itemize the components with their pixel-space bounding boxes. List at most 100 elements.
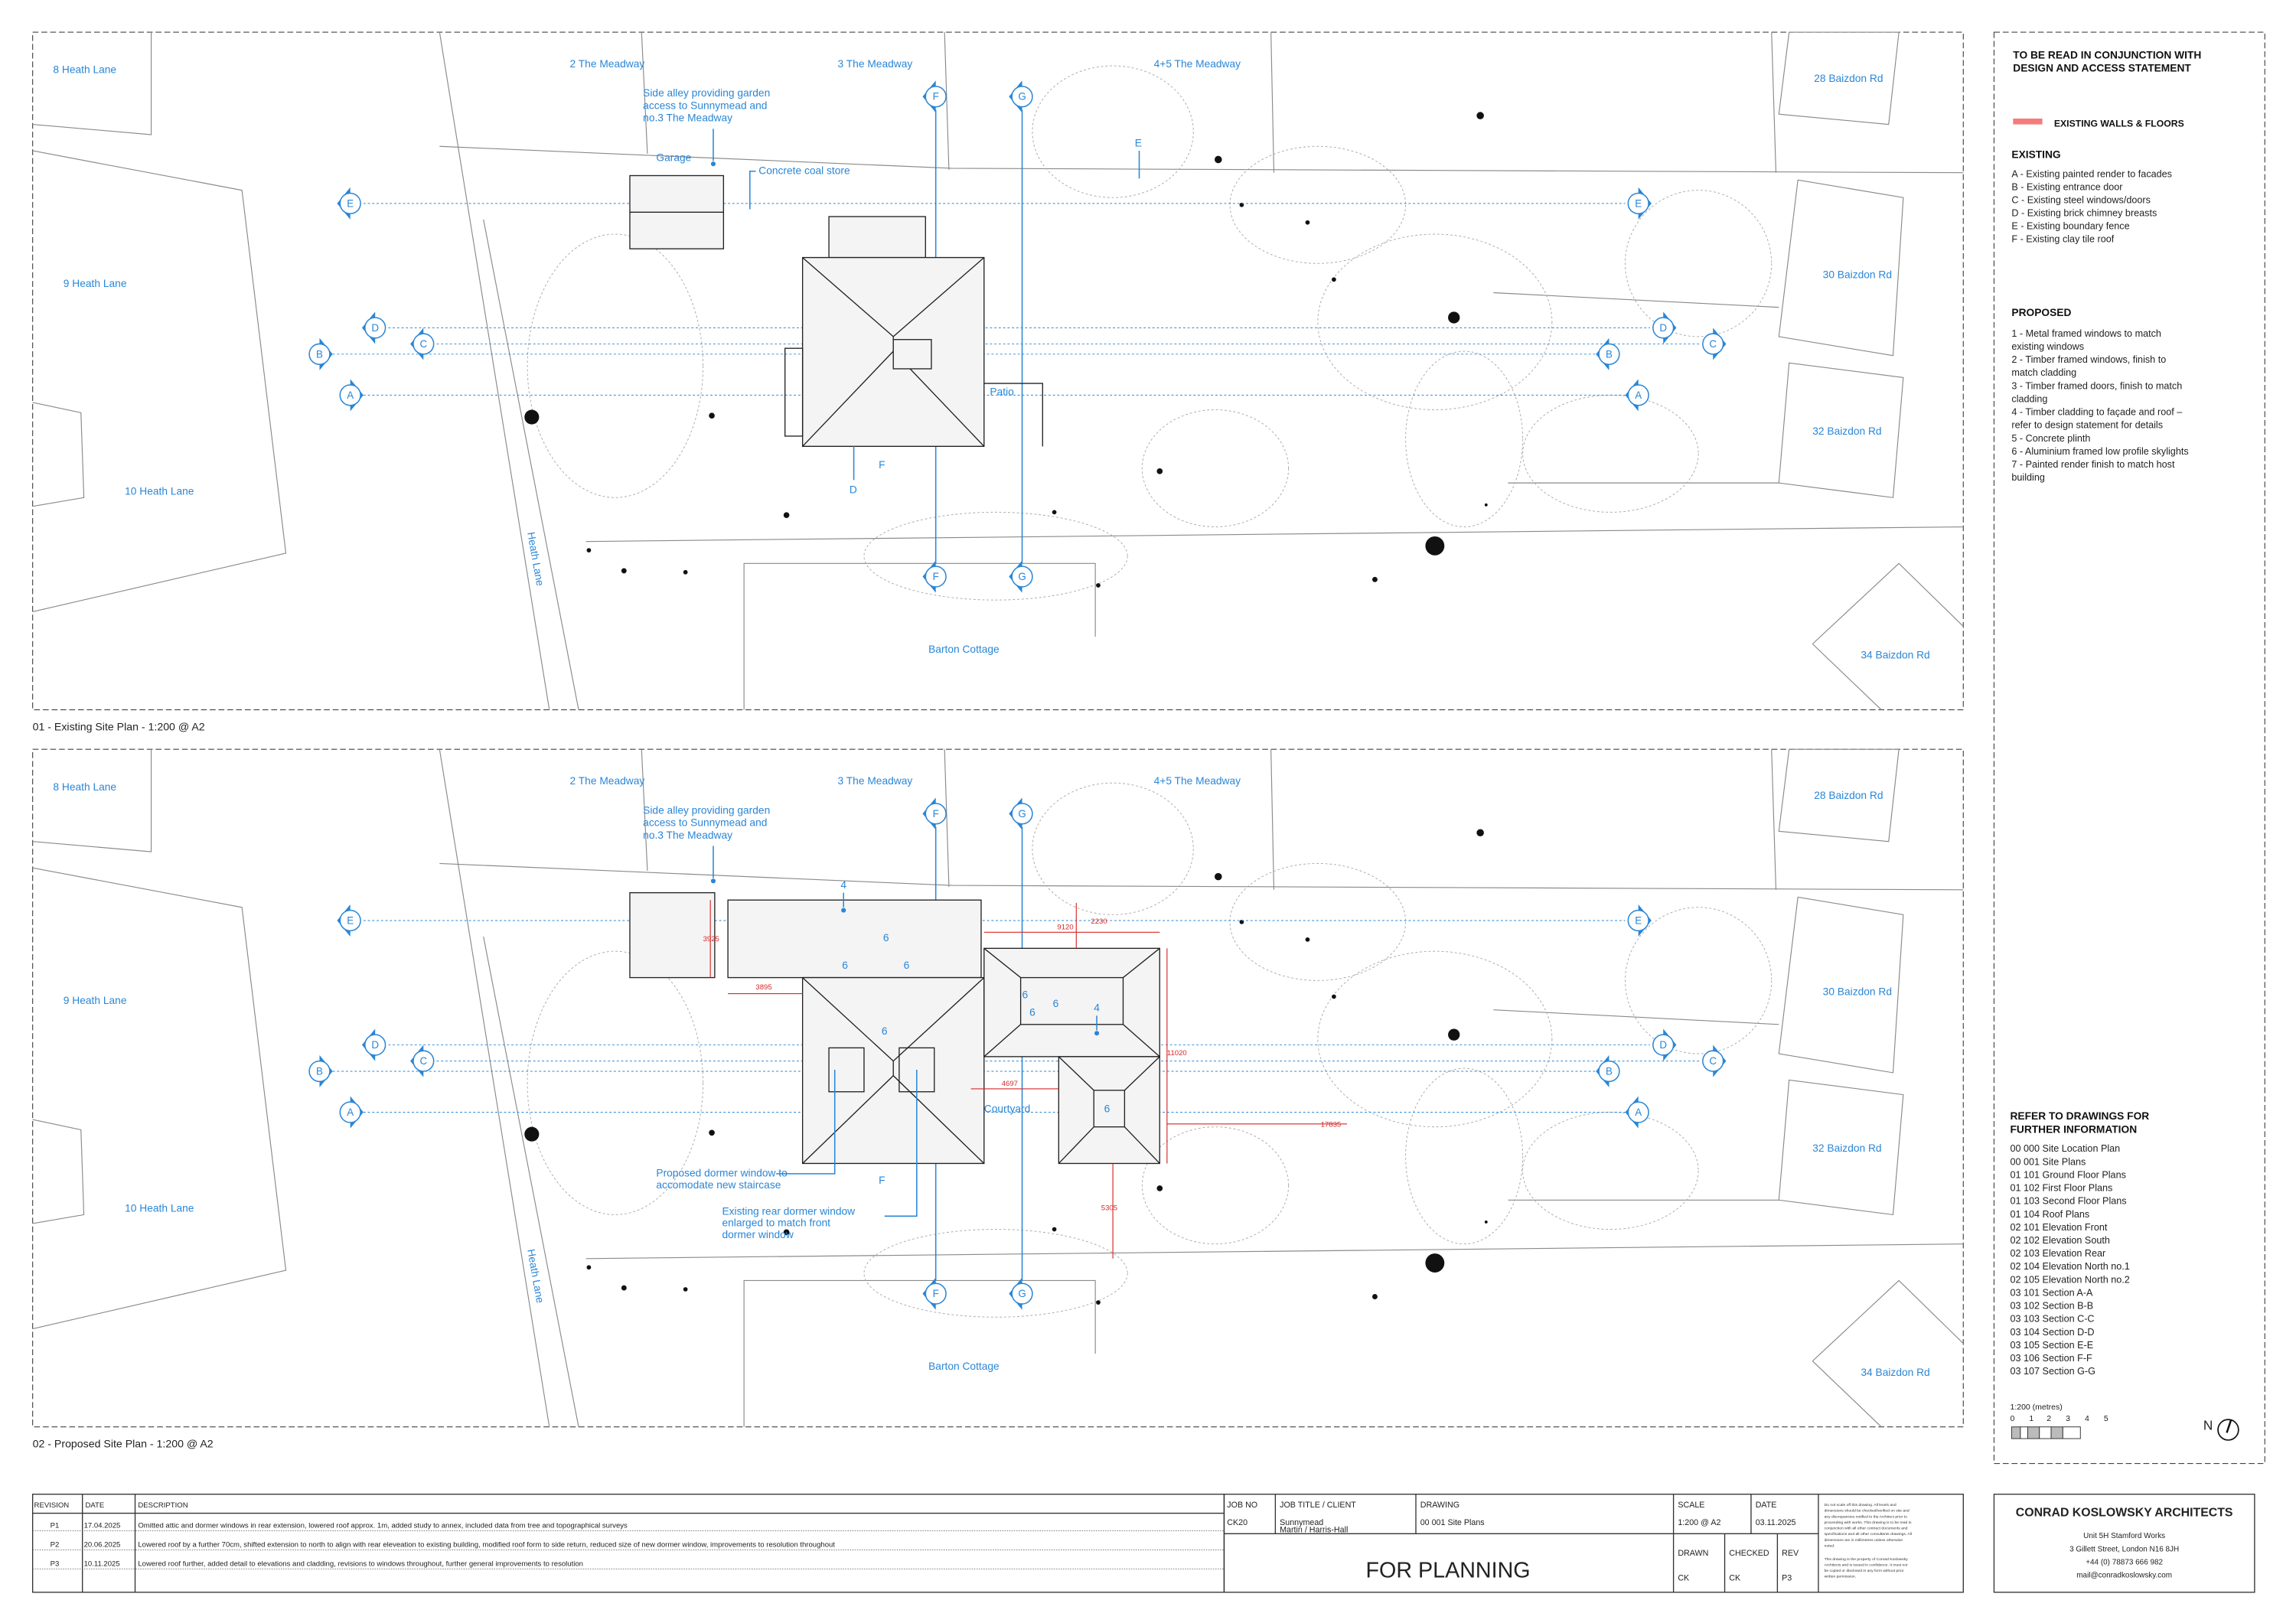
trees — [524, 112, 1488, 588]
section-marker-e-left[interactable]: E — [337, 187, 361, 220]
architect-email[interactable]: mail@conradkoslowsky.com — [2076, 1572, 2172, 1580]
section-marker-c-right[interactable]: C — [1702, 1045, 1727, 1077]
marker-letter: A — [347, 389, 354, 401]
section-marker-d-right[interactable]: D — [1652, 311, 1677, 344]
section-marker-e-left[interactable]: E — [337, 904, 361, 937]
disclaimer-line: noted. — [1825, 1544, 1835, 1549]
section-marker-b-left[interactable]: B — [308, 337, 333, 370]
tag-6: 6 — [1104, 1103, 1110, 1115]
section-marker-c-left[interactable]: C — [410, 1045, 435, 1077]
proposed-item: match cladding — [2011, 367, 2076, 378]
col-header-date: DATE — [86, 1501, 105, 1510]
existing-title: EXISTING — [2011, 149, 2060, 161]
copyright-line: This drawing is the property of Conrad K… — [1825, 1557, 1909, 1562]
rev-label: REV — [1782, 1549, 1799, 1558]
section-marker-c-left[interactable]: C — [410, 328, 435, 360]
section-marker-b-right[interactable]: B — [1596, 337, 1620, 370]
revision-code: P1 — [51, 1522, 60, 1530]
site-boundaries — [32, 748, 1964, 1428]
existing-item: F - Existing clay tile roof — [2011, 234, 2114, 245]
marker-letter: C — [1709, 338, 1717, 350]
proposed-title: PROPOSED — [2011, 307, 2071, 318]
label-4-5-the-meadway: 4+5 The Meadway — [1154, 58, 1241, 70]
existing-item: C - Existing steel windows/doors — [2011, 194, 2151, 205]
architect-name: CONRAD KOSLOWSKY ARCHITECTS — [2016, 1506, 2233, 1519]
dim-9120: 9120 — [1057, 923, 1073, 931]
dim-5305: 5305 — [1101, 1204, 1117, 1213]
marker-letter: D — [371, 322, 379, 334]
drawing-name: 00 001 Site Plans — [1420, 1518, 1485, 1527]
label-concrete-coal-store: Concrete coal store — [758, 165, 850, 177]
notes-panel: TO BE READ IN CONJUNCTION WITH DESIGN AN… — [1993, 31, 2265, 1465]
side-return-roof — [727, 899, 982, 979]
section-marker-g-top[interactable]: G — [1009, 797, 1033, 830]
section-marker-d-right[interactable]: D — [1652, 1028, 1677, 1061]
section-marker-e-right[interactable]: E — [1627, 904, 1652, 937]
dim-3925: 3925 — [703, 935, 719, 943]
section-marker-a-right[interactable]: A — [1625, 1096, 1649, 1129]
marker-letter: E — [1635, 914, 1642, 926]
section-marker-f-bottom[interactable]: F — [922, 560, 947, 593]
disclaimer-line: dimensions are in millimetres unless oth… — [1825, 1538, 1903, 1543]
marker-letter: G — [1018, 1288, 1026, 1299]
revision-date: 20.06.2025 — [84, 1541, 121, 1550]
scale-label: SCALE — [1678, 1501, 1704, 1510]
proposed-items-list: 1 - Metal framed windows to matchexistin… — [2011, 328, 2188, 483]
rear-dormer-note-2: enlarged to match front — [722, 1217, 830, 1229]
section-markers[interactable]: E E D D B B C C A A F G F G — [308, 80, 1727, 593]
marker-letter: F — [933, 1288, 939, 1299]
copyright-line: be copied or disclosed in any form witho… — [1825, 1569, 1904, 1573]
marker-letter: B — [1606, 348, 1613, 360]
dormer-note-1: Proposed dormer window to — [656, 1168, 788, 1179]
label-10-heath-lane: 10 Heath Lane — [125, 485, 194, 497]
north-arrow-icon — [2217, 1419, 2239, 1441]
dormer-note-2: accomodate new staircase — [656, 1179, 781, 1191]
section-marker-c-right[interactable]: C — [1702, 328, 1727, 360]
job-no: CK20 — [1227, 1518, 1247, 1527]
section-marker-e-right[interactable]: E — [1627, 187, 1652, 220]
section-marker-g-bottom[interactable]: G — [1009, 1277, 1033, 1310]
section-marker-d-left[interactable]: D — [361, 311, 386, 344]
section-marker-a-right[interactable]: A — [1625, 379, 1649, 412]
scale-segment — [2027, 1426, 2040, 1439]
section-marker-b-left[interactable]: B — [308, 1054, 333, 1088]
label-9-heath-lane: 9 Heath Lane — [64, 995, 127, 1006]
existing-site-plan: 8 Heath Lane 2 The Meadway 3 The Meadway… — [32, 31, 1964, 711]
marker-letter: A — [347, 1106, 354, 1118]
dimensions: 3925 3895 9120 2230 11020 4697 17835 530… — [703, 900, 1348, 1259]
architect-box: CONRAD KOSLOWSKY ARCHITECTS Unit 5H Stam… — [1993, 1494, 2255, 1593]
section-markers[interactable]: E E D D B B C C A A F G F G — [308, 797, 1727, 1310]
existing-item: B - Existing entrance door — [2011, 181, 2122, 192]
label-9-heath-lane: 9 Heath Lane — [64, 278, 127, 289]
marker-letter: C — [419, 338, 427, 350]
architect-address: 3 Gillett Street, London N16 8JH — [2069, 1545, 2179, 1553]
date-label: DATE — [1756, 1501, 1777, 1510]
proposed-building: 6 6 6 6 6 6 6 6 4 4 F Courtyard Proposed… — [33, 879, 1348, 1449]
existing-plan-caption: 01 - Existing Site Plan - 1:200 @ A2 — [33, 720, 205, 732]
label-courtyard: Courtyard — [984, 1103, 1030, 1115]
tag-6: 6 — [882, 1025, 888, 1037]
revision-date: 10.11.2025 — [84, 1559, 120, 1568]
label-8-heath-lane: 8 Heath Lane — [53, 64, 116, 76]
section-marker-f-top[interactable]: F — [922, 80, 947, 113]
section-marker-b-right[interactable]: B — [1596, 1054, 1620, 1088]
section-marker-d-left[interactable]: D — [361, 1028, 386, 1061]
refer-title: FURTHER INFORMATION — [2010, 1123, 2137, 1135]
copyright-text: This drawing is the property of Conrad K… — [1825, 1557, 1909, 1579]
side-alley-note-1: Side alley providing garden — [643, 87, 770, 99]
revision-description: Omitted attic and dormer windows in rear… — [138, 1522, 628, 1530]
section-marker-a-left[interactable]: A — [339, 1096, 364, 1129]
section-marker-f-top[interactable]: F — [922, 797, 947, 830]
tree-canopies — [527, 65, 1773, 601]
section-marker-g-bottom[interactable]: G — [1009, 560, 1033, 593]
section-marker-f-bottom[interactable]: F — [922, 1277, 947, 1310]
label-32-baizdon-rd: 32 Baizdon Rd — [1812, 425, 1881, 437]
revision-date: 17.04.2025 — [84, 1522, 121, 1530]
section-marker-g-top[interactable]: G — [1009, 80, 1033, 113]
section-marker-a-left[interactable]: A — [339, 379, 364, 412]
drawing-label: DRAWING — [1420, 1501, 1459, 1510]
scale-tick: 5 — [2104, 1414, 2108, 1423]
